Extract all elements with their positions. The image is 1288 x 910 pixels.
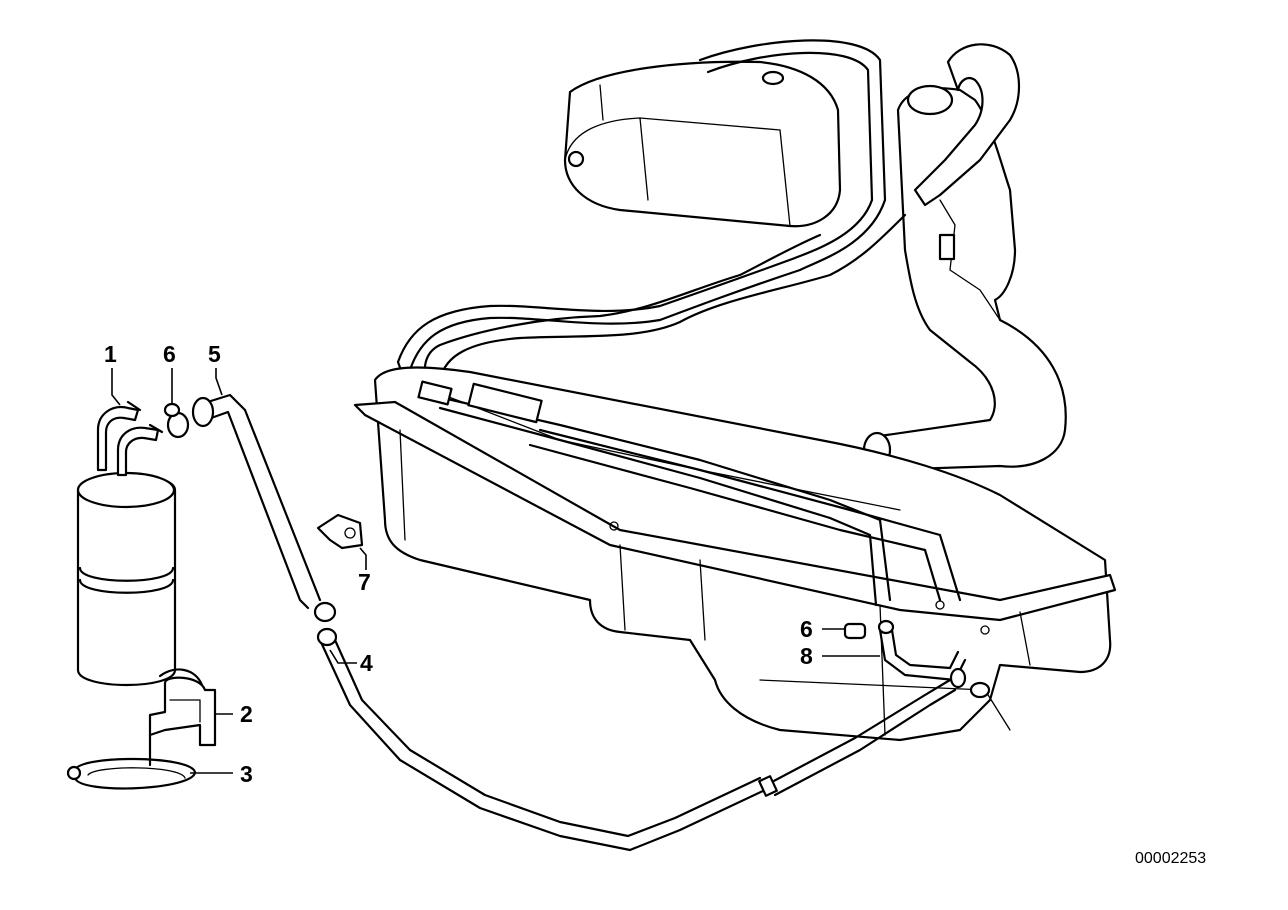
callout-2: 2 [240, 701, 253, 727]
callout-7: 7 [358, 569, 371, 595]
filler-neck [862, 43, 1067, 472]
callout-6-lower: 6 [800, 616, 813, 642]
hose-clamp-lower [843, 622, 867, 640]
callout-6-upper: 6 [163, 341, 176, 367]
document-number: 00002253 [1135, 850, 1206, 867]
bracket-2 [148, 668, 217, 747]
vent-hose-4 [316, 627, 957, 852]
callout-4: 4 [360, 650, 373, 676]
expansion-tank [563, 60, 842, 228]
hose-clamp-upper [163, 402, 190, 439]
carbon-canister [76, 400, 177, 687]
holder-7 [316, 513, 364, 550]
callout-5: 5 [208, 341, 221, 367]
callout-leaders [111, 368, 880, 774]
callout-8: 8 [800, 643, 813, 669]
vent-lines [396, 39, 907, 397]
fuel-lines [417, 380, 962, 607]
fuel-tank [353, 366, 1117, 742]
vent-hose-5 [191, 393, 337, 623]
callout-1: 1 [104, 341, 117, 367]
strap-clamp-3 [66, 733, 197, 790]
vent-hose-8 [877, 619, 991, 699]
callout-3: 3 [240, 761, 253, 787]
